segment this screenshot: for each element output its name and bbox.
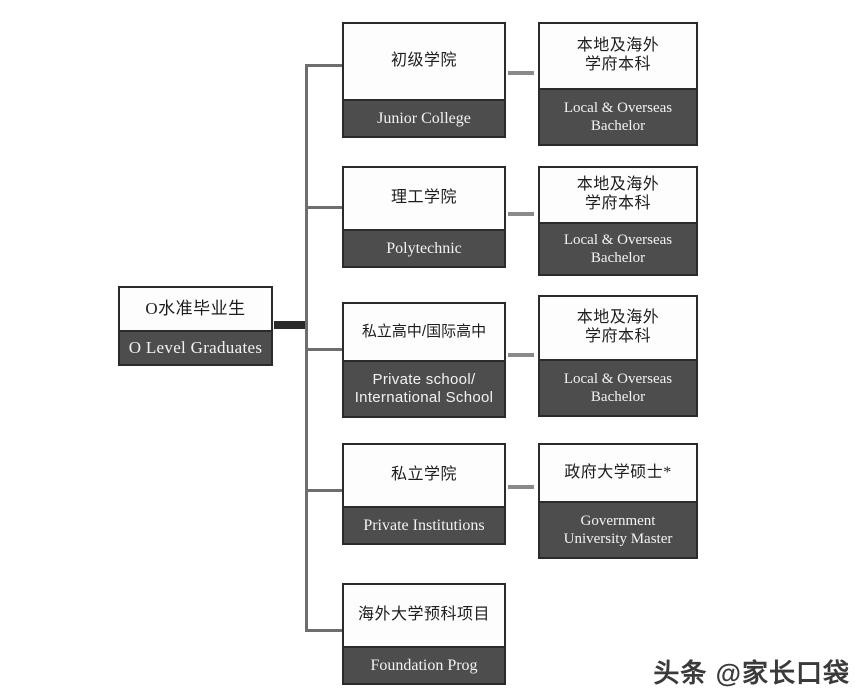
node-root-label-cn: O水准毕业生 bbox=[120, 288, 271, 330]
node-stage-junior-college-label-cn: 初级学院 bbox=[344, 24, 504, 99]
node-stage-foundation-programme[interactable]: 海外大学预科项目 Foundation Prog bbox=[342, 583, 506, 685]
node-outcome-bachelor-2[interactable]: 本地及海外 学府本科 Local & Overseas Bachelor bbox=[538, 166, 698, 276]
node-outcome-bachelor-1-cn-line-2: 学府本科 bbox=[584, 56, 651, 73]
node-outcome-bachelor-3-cn-line-2: 学府本科 bbox=[584, 328, 651, 345]
node-stage-junior-college[interactable]: 初级学院 Junior College bbox=[342, 22, 506, 138]
node-stage-junior-college-label-en: Junior College bbox=[344, 99, 504, 136]
node-outcome-bachelor-2-label-en: Local & Overseas Bachelor bbox=[540, 222, 696, 274]
connector-stub-row-1 bbox=[305, 64, 343, 67]
node-outcome-government-university-master-en-line-1: Government bbox=[580, 513, 656, 529]
node-stage-private-international-school-label-en: Private school/ International School bbox=[344, 360, 504, 416]
node-outcome-bachelor-3-cn-line-1: 本地及海外 bbox=[576, 309, 660, 327]
node-outcome-bachelor-1-en-line-2: Bachelor bbox=[590, 118, 646, 134]
connector-stub-row-4 bbox=[305, 489, 343, 492]
node-outcome-bachelor-1[interactable]: 本地及海外 学府本科 Local & Overseas Bachelor bbox=[538, 22, 698, 146]
watermark: 头条 @家长口袋 bbox=[653, 658, 850, 688]
node-stage-private-institutions-label-cn: 私立学院 bbox=[344, 445, 504, 506]
connector-stub-row-2 bbox=[305, 206, 343, 209]
node-stage-private-international-school-en-line-2: International School bbox=[354, 389, 494, 406]
node-stage-private-international-school[interactable]: 私立高中/国际高中 Private school/ International … bbox=[342, 302, 506, 418]
node-outcome-bachelor-2-label-cn: 本地及海外 学府本科 bbox=[540, 168, 696, 222]
node-outcome-bachelor-2-cn-line-2: 学府本科 bbox=[584, 195, 651, 212]
node-stage-private-institutions-label-en: Private Institutions bbox=[344, 506, 504, 543]
connector-dash-row-4 bbox=[508, 485, 534, 489]
node-stage-polytechnic-label-en: Polytechnic bbox=[344, 229, 504, 266]
connector-dash-row-1 bbox=[508, 71, 534, 75]
node-stage-foundation-programme-label-en: Foundation Prog bbox=[344, 646, 504, 683]
node-outcome-bachelor-3[interactable]: 本地及海外 学府本科 Local & Overseas Bachelor bbox=[538, 295, 698, 417]
node-outcome-government-university-master-label-en: Government University Master bbox=[540, 501, 696, 557]
connector-dash-row-3 bbox=[508, 353, 534, 357]
node-stage-private-international-school-label-cn: 私立高中/国际高中 bbox=[344, 304, 504, 360]
node-stage-polytechnic[interactable]: 理工学院 Polytechnic bbox=[342, 166, 506, 268]
connector-stub-row-3 bbox=[305, 348, 343, 351]
connector-dash-row-2 bbox=[508, 212, 534, 216]
node-outcome-bachelor-1-cn-line-1: 本地及海外 bbox=[576, 37, 660, 55]
connector-stub-row-5 bbox=[305, 629, 343, 632]
node-stage-polytechnic-label-cn: 理工学院 bbox=[344, 168, 504, 229]
connector-root-to-trunk bbox=[274, 321, 308, 329]
node-outcome-bachelor-1-en-line-1: Local & Overseas bbox=[563, 100, 673, 116]
node-outcome-bachelor-2-en-line-1: Local & Overseas bbox=[563, 232, 673, 248]
node-outcome-government-university-master-label-cn: 政府大学硕士* bbox=[540, 445, 696, 501]
node-outcome-bachelor-3-label-cn: 本地及海外 学府本科 bbox=[540, 297, 696, 359]
node-root-label-en: O Level Graduates bbox=[120, 330, 271, 364]
node-outcome-bachelor-3-label-en: Local & Overseas Bachelor bbox=[540, 359, 696, 415]
node-outcome-bachelor-3-en-line-1: Local & Overseas bbox=[563, 371, 673, 387]
node-outcome-bachelor-2-cn-line-1: 本地及海外 bbox=[576, 176, 660, 194]
node-outcome-government-university-master-en-line-2: University Master bbox=[563, 531, 673, 547]
node-outcome-bachelor-3-en-line-2: Bachelor bbox=[590, 389, 646, 405]
node-outcome-bachelor-1-label-cn: 本地及海外 学府本科 bbox=[540, 24, 696, 88]
node-root-o-level-graduates[interactable]: O水准毕业生 O Level Graduates bbox=[118, 286, 273, 366]
node-stage-private-international-school-en-line-1: Private school/ bbox=[372, 371, 476, 388]
node-outcome-bachelor-2-en-line-2: Bachelor bbox=[590, 250, 646, 266]
node-outcome-government-university-master[interactable]: 政府大学硕士* Government University Master bbox=[538, 443, 698, 559]
node-stage-foundation-programme-label-cn: 海外大学预科项目 bbox=[344, 585, 504, 646]
node-stage-private-institutions[interactable]: 私立学院 Private Institutions bbox=[342, 443, 506, 545]
node-outcome-bachelor-1-label-en: Local & Overseas Bachelor bbox=[540, 88, 696, 144]
